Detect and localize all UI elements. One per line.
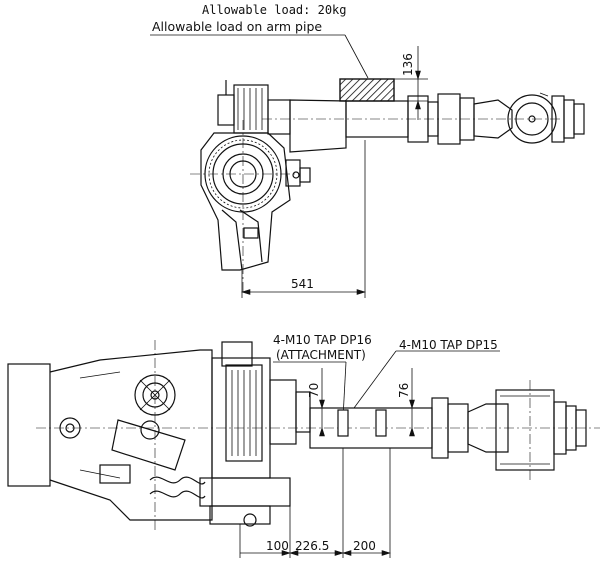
upper-motor-pack — [217, 80, 291, 135]
dim-541-label: 541 — [291, 277, 314, 291]
arm-pipe-bottom — [309, 397, 469, 459]
base-block-bottom — [7, 340, 600, 530]
tap-leaders — [273, 350, 500, 419]
load-leader-line — [150, 34, 369, 79]
dimension-541 — [240, 140, 367, 298]
dim-76-label: 76 — [397, 383, 411, 398]
dim-136-label: 136 — [401, 53, 415, 76]
base-turret — [190, 120, 311, 295]
allowable-load-block — [339, 78, 395, 102]
dimension-chain-bottom — [239, 448, 392, 558]
tap-attachment-label: 4-M10 TAP DP16 — [273, 333, 372, 347]
allowable-load-arm-pipe-label: Allowable load on arm pipe — [152, 19, 322, 34]
top-view: Allowable load: 20kg Allowable load on a… — [150, 3, 585, 298]
bottom-view: 4-M10 TAP DP16 (ATTACHMENT) 4-M10 TAP DP… — [7, 333, 600, 558]
dim-226-5-label: 226.5 — [295, 539, 329, 553]
allowable-load-label: Allowable load: 20kg — [202, 3, 347, 17]
tap-pipe-label: 4-M10 TAP DP15 — [399, 338, 498, 352]
dim-200-label: 200 — [353, 539, 376, 553]
dim-100-label: 100 — [266, 539, 289, 553]
dimension-70 — [310, 368, 330, 437]
dim-70-label: 70 — [307, 383, 321, 398]
dimension-76 — [386, 368, 420, 437]
wrist-bottom — [467, 380, 587, 480]
arm-pipe-top — [262, 93, 560, 153]
tap-attachment-sub-label: (ATTACHMENT) — [276, 348, 366, 362]
motor-stack-bottom — [199, 341, 311, 527]
wrist-top — [473, 92, 585, 144]
